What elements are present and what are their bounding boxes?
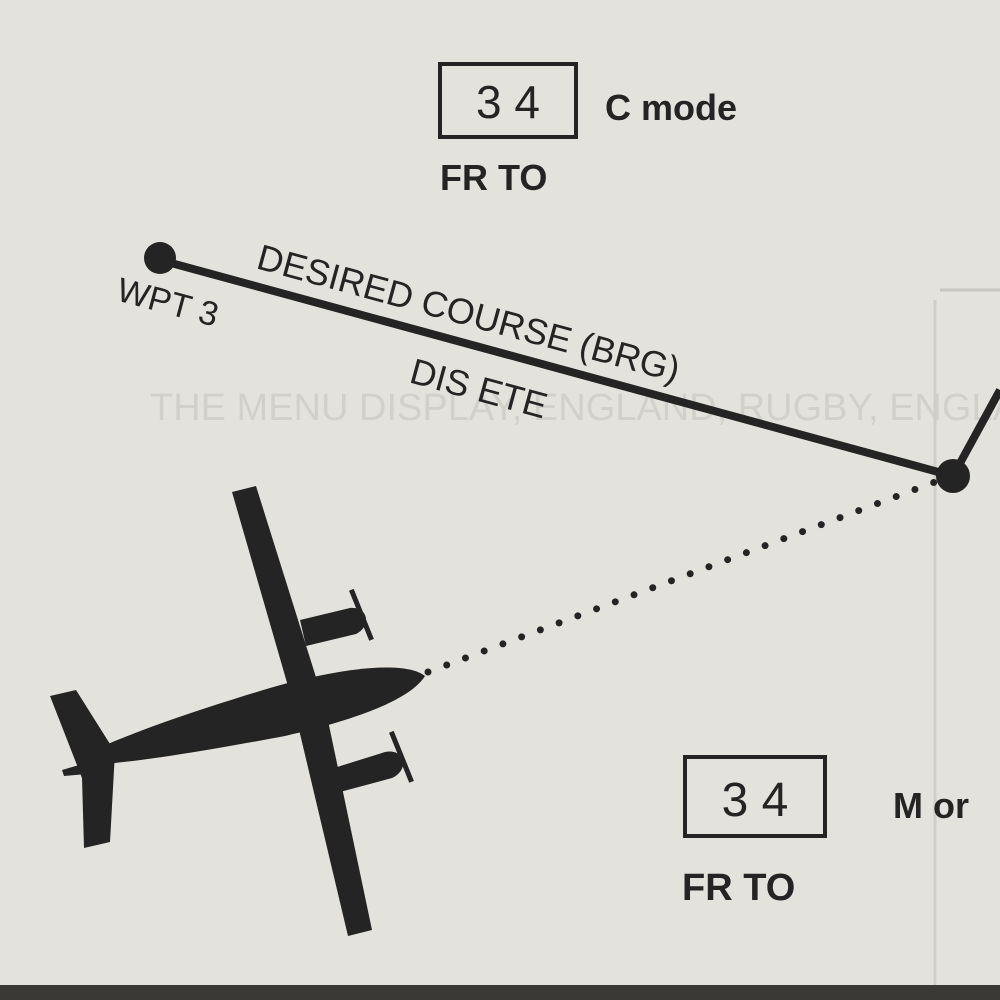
display-top-mode: C mode (605, 87, 737, 128)
display-bottom-mode: M or (893, 785, 969, 826)
waypoint-dot-icon (144, 242, 176, 274)
display-top-box (438, 62, 578, 139)
aircraft-track-dotted (424, 478, 939, 676)
display-top-digits: 3 4 (476, 76, 540, 128)
display-top-fr-to: FR TO (440, 157, 547, 198)
twin-engine-airplane-icon (50, 486, 425, 936)
display-top: 3 4 C mode FR TO (438, 62, 737, 198)
page-edge-shadow (0, 985, 1000, 1000)
display-bottom-digits: 3 4 (722, 774, 789, 827)
bleed-line: THE MENU DISPLAY, ENGLAND, RUGBY, ENGLAN… (150, 387, 1000, 429)
waypoint-dot-icon (936, 459, 970, 493)
display-bottom: 3 4 M or FR TO (682, 755, 969, 909)
desired-course-line (156, 256, 957, 480)
waypoint-label: WPT 3 (113, 271, 223, 334)
bleed-through-text: THE MENU DISPLAY, ENGLAND, RUGBY, ENGLAN… (150, 387, 1000, 429)
display-bottom-box (683, 755, 827, 838)
display-bottom-fr-to: FR TO (682, 867, 795, 909)
